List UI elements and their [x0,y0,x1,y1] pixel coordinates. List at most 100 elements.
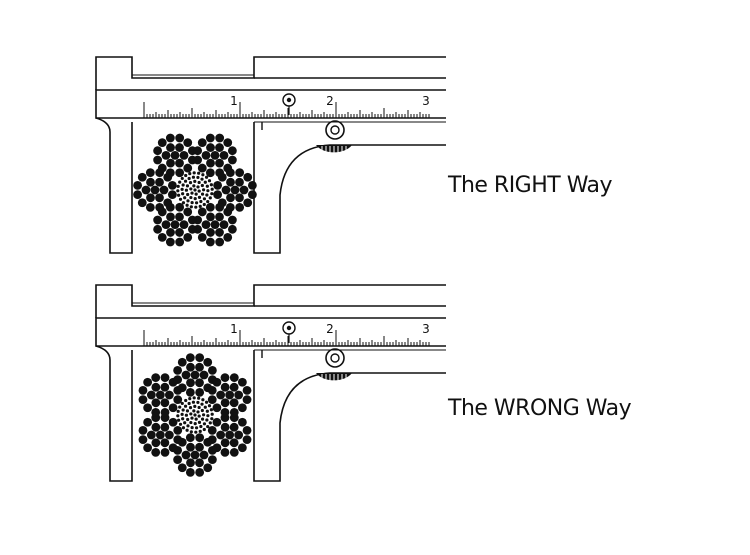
wire-dot [215,158,224,168]
wire-dot [175,168,185,178]
core-dot [200,183,204,188]
wire-dot [185,433,195,443]
core-dot [193,413,197,417]
wire-dot [242,385,252,395]
core-dot [186,199,190,203]
core-dot [189,187,193,191]
core-dot [176,409,180,413]
wire-dot [212,377,222,387]
core-dot [187,176,191,181]
lock-screw [325,120,345,140]
wire-dot [160,447,170,457]
core-dot [192,184,196,188]
core-dot [187,401,191,406]
wire-dot [225,430,235,440]
wire-dot [160,422,170,432]
wire-dot [223,163,233,173]
core-dot [181,192,185,196]
wire-dot [143,377,153,387]
wire-dot [155,193,164,203]
wire-dot [175,158,184,168]
core-dot [201,188,206,192]
wire-dot [197,138,207,148]
wire-dot [237,443,247,453]
core-dot [181,417,185,421]
core-dot [190,200,194,205]
wire-dot [186,442,195,452]
core-dot [206,189,210,193]
core-dot [189,195,193,200]
core-dot [185,409,190,413]
core-dot [183,179,188,183]
wire-dot [219,150,229,160]
core-dot [183,404,188,408]
core-dot [189,412,193,416]
wire-dot [166,212,175,222]
core-dot [209,408,213,412]
wire-dot [201,150,211,160]
wire-dot [167,180,177,190]
slider-top-cap [95,56,446,90]
wire-dot [173,425,183,435]
core-dot [201,398,205,402]
core-dot [208,421,212,425]
core-dot [199,199,203,204]
wire-dot [206,143,215,152]
wire-dot [226,177,235,187]
core-dot [200,402,204,406]
wire-dot [168,417,178,427]
wire-dot [216,390,226,400]
wire-dot [187,215,197,225]
wire-dot [141,185,151,195]
core-dot [181,408,185,412]
wire-dot [190,370,200,380]
core-dot [204,400,209,404]
wire-dot [143,443,153,453]
lock-screw [325,348,345,368]
core-dot [201,173,205,177]
core-dot [180,412,184,416]
wire-dot [160,407,170,417]
wire-dot [215,237,225,247]
wire-dot [203,437,213,447]
core-dot [193,404,197,409]
core-dot [205,418,209,422]
wire-dot [157,232,167,242]
core-dot [197,405,201,410]
core-dot [178,422,183,426]
core-dot [188,172,192,176]
core-dot [198,204,202,208]
wire-dot [230,185,240,195]
core-dot [207,404,212,408]
wire-dot [168,403,178,413]
scale-label: 2 [326,94,334,108]
wire-dot [160,438,170,448]
wire-dot [205,202,215,212]
wire-dot [195,378,204,388]
wire-dot [247,180,257,190]
wire-dot [175,202,185,212]
wire-dot [143,403,153,413]
wire-dot [173,455,183,465]
core-dot [205,184,209,188]
core-dot [186,192,190,197]
wire-dot [155,430,165,440]
wire-dot [219,220,229,230]
core-dot [177,193,181,197]
wire-dot [190,450,200,460]
core-dot [210,417,214,421]
wire-dot [157,138,167,148]
core-dot [190,416,194,420]
wire-dot [193,155,203,165]
wire-dot [138,395,148,405]
wire-dot [207,395,217,405]
scale-knob-center [286,325,292,331]
wire-dot [193,146,203,156]
core-dot [197,414,201,418]
core-dot [200,192,205,196]
wire-dot [173,365,183,375]
wire-dot [223,207,233,217]
wire-dot [234,390,244,400]
core-dot [180,401,184,406]
wire-dot [195,467,205,477]
